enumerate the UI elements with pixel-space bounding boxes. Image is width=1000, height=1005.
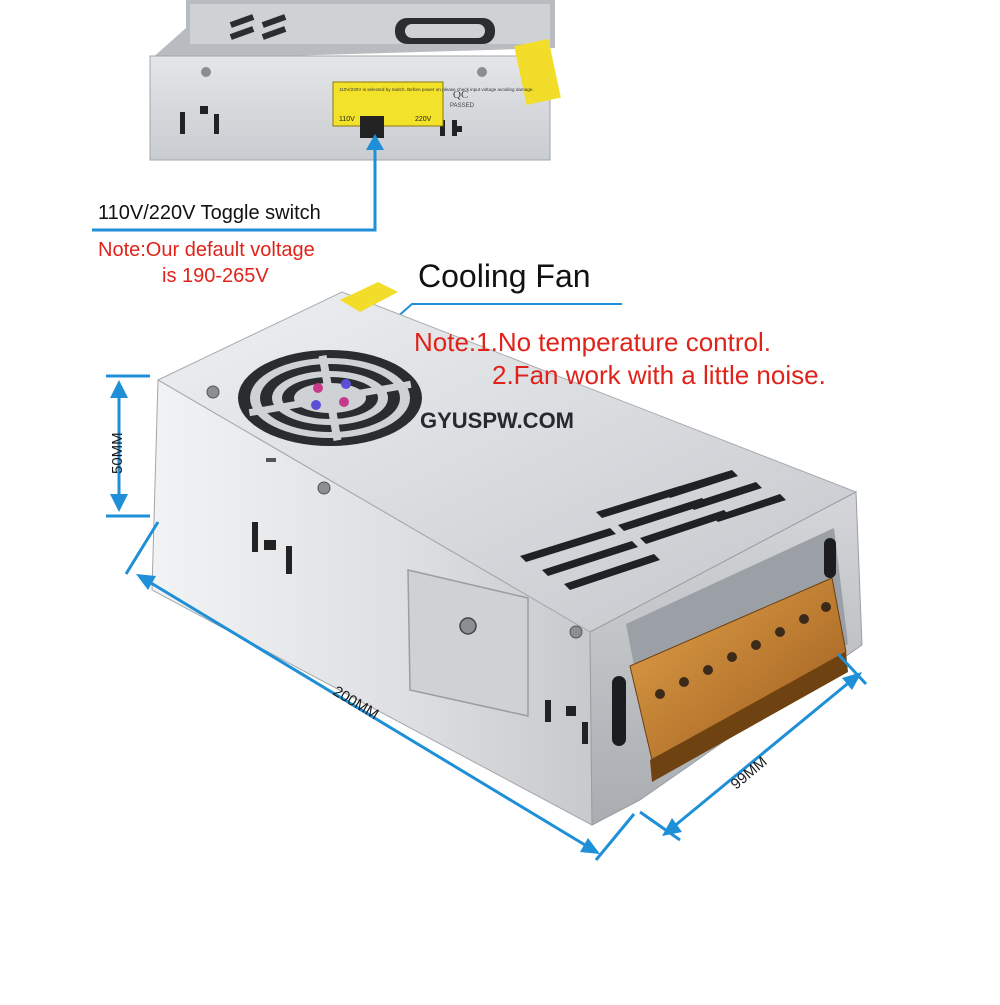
toggle-callout-line [92,146,377,232]
fan-note-line1: Note:1.No temperature control. [414,327,771,357]
height-arrow-up-icon [110,380,128,398]
width-dimension-line [671,678,853,830]
width-dimension-label: 99MM [728,753,771,793]
width-extension-left [639,810,681,842]
dimension-arrows [106,374,868,861]
top-screws [206,385,331,495]
toggle-callout-arrow-icon [366,134,384,150]
end-face-slot [824,538,836,578]
top-unit-fan-grill [395,18,495,44]
top-unit: 110V/220V is selected by switch. Before … [149,0,561,161]
main-unit-top-sticker [340,282,398,312]
top-unit-warning-sticker [332,81,444,127]
fan-note-line2: 2.Fan work with a little noise. [492,360,826,390]
switch-110v-text: 110V [339,116,355,123]
cooling-fan-label: Cooling Fan [418,258,591,294]
top-unit-front-holes [180,67,487,136]
height-arrow-down-icon [110,494,128,512]
length-dimension-line [145,578,591,850]
width-arrow-left-icon [662,818,682,836]
toggle-switch-label: 110V/220V Toggle switch [98,202,321,224]
voltage-note-line2: is 190-265V [162,265,269,287]
front-panel-details [252,458,626,746]
top-unit-side-sticker [514,38,561,105]
width-arrow-right-icon [842,672,862,690]
cooling-fan [238,350,422,446]
length-extension-left [124,521,160,575]
top-unit-vents [229,14,287,40]
top-unit-roof-face [190,4,550,44]
switch-220v-text: 220V [415,116,432,123]
qc-stamp-text: QC [453,89,468,101]
width-extension-right [836,652,868,686]
toggle-switch [360,116,384,138]
switch-cover-plate [407,569,529,717]
length-extension-right [594,813,636,861]
terminal-block [626,528,848,782]
switch-warning-text: 110V/220V is selected by switch. Before … [339,87,534,92]
height-dimension-label: 50MM [109,432,126,474]
top-vents [520,470,786,590]
corner-screw [569,625,583,639]
length-arrow-right-icon [580,838,600,854]
length-arrow-left-icon [136,574,156,590]
voltage-note-line1: Note:Our default voltage [98,239,315,261]
dimension-arrowheads [110,380,862,854]
watermark-text: GYUSPW.COM [420,408,574,433]
main-unit [151,282,863,826]
qc-passed-text: PASSED [450,103,475,109]
